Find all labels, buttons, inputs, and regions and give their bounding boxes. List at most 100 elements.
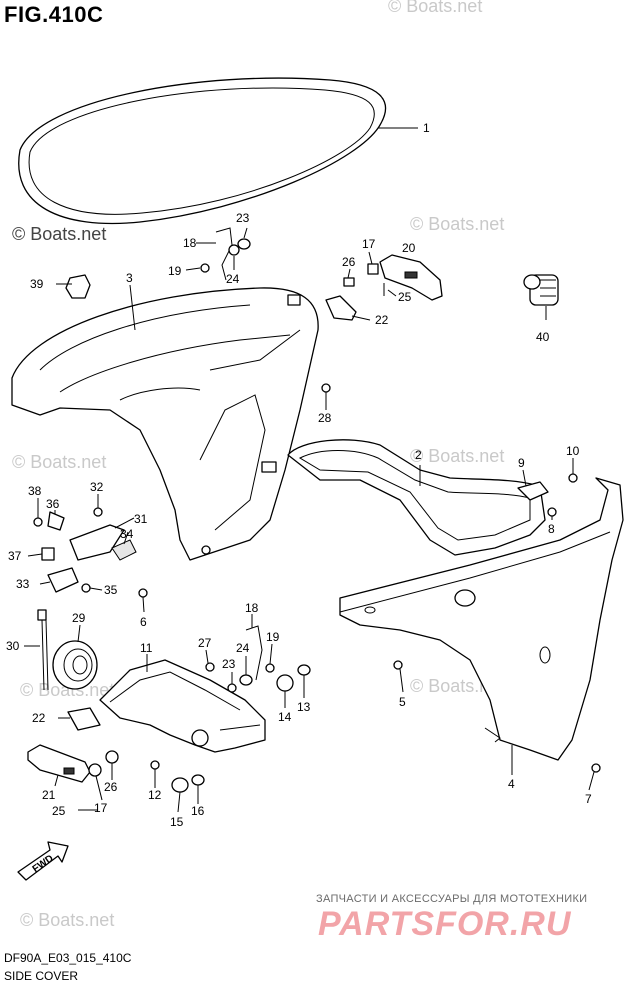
callout-8: 8 xyxy=(548,522,555,536)
leader-lines xyxy=(24,227,595,813)
pin-17-upper-part xyxy=(367,263,379,275)
callout-32: 32 xyxy=(90,480,104,494)
bracket-22-upper-part xyxy=(325,295,357,321)
callout-25-lower: 25 xyxy=(52,804,66,818)
upper-side-cover-part xyxy=(11,287,319,561)
callout-31: 31 xyxy=(134,512,148,526)
callout-labels: 1 2 3 4 5 6 7 8 9 10 11 12 13 14 15 16 1… xyxy=(6,121,592,829)
callout-17-lower: 17 xyxy=(94,801,108,815)
bolt-32-part xyxy=(93,507,103,517)
collar-13-part xyxy=(297,664,311,676)
callout-26-lower: 26 xyxy=(104,780,118,794)
callout-19-upper: 19 xyxy=(168,264,182,278)
bolt-6-part xyxy=(138,588,148,598)
callout-1: 1 xyxy=(423,121,430,135)
callout-21: 21 xyxy=(42,788,56,802)
bolt-38-part xyxy=(33,517,43,527)
bolt-10-part xyxy=(568,473,578,483)
callout-6: 6 xyxy=(140,615,147,629)
callout-29: 29 xyxy=(72,611,86,625)
lower-cover-frame-part xyxy=(287,439,546,556)
callout-18-upper: 18 xyxy=(183,236,197,250)
clip-33-part xyxy=(47,567,79,593)
screw-28-part xyxy=(321,383,331,393)
washer-23-lower-part xyxy=(227,683,237,693)
nut-8-part xyxy=(547,507,557,517)
callout-28: 28 xyxy=(318,411,332,425)
callout-3: 3 xyxy=(126,271,133,285)
plug-part xyxy=(523,274,559,306)
upper-handle-part xyxy=(379,254,443,301)
callout-14: 14 xyxy=(278,710,292,724)
screw-35-part xyxy=(81,583,91,593)
callout-35: 35 xyxy=(104,583,118,597)
callout-36: 36 xyxy=(46,497,60,511)
callout-34: 34 xyxy=(120,527,134,541)
bracket-9-part xyxy=(517,481,549,501)
callout-7: 7 xyxy=(585,792,592,806)
callout-20: 20 xyxy=(402,241,416,255)
clip-39-part xyxy=(65,274,91,299)
pin-17-lower-part xyxy=(88,763,102,777)
watermark: © Boats.net xyxy=(410,446,505,466)
callout-23-upper: 23 xyxy=(236,211,250,225)
watermark: © Boats.net xyxy=(388,0,483,16)
grommet-part xyxy=(52,640,98,690)
figure-title: FIG.410C xyxy=(4,2,104,27)
callout-24-upper: 24 xyxy=(226,272,240,286)
grommet-15-part xyxy=(171,777,189,793)
cable-tie-part xyxy=(37,609,49,691)
watermark: © Boats.net xyxy=(20,910,115,930)
bolt-5-part xyxy=(393,660,403,670)
callout-19-lower: 19 xyxy=(266,630,280,644)
callout-38: 38 xyxy=(28,484,42,498)
bolt-19-lower-part xyxy=(265,663,275,673)
callout-10: 10 xyxy=(566,444,580,458)
collar-23-upper-part xyxy=(237,238,251,250)
figure-code: DF90A_E03_015_410C xyxy=(4,951,132,965)
watermark: © Boats.net xyxy=(12,452,107,472)
collar-16-part xyxy=(191,774,205,786)
callout-5: 5 xyxy=(399,695,406,709)
callout-13: 13 xyxy=(297,700,311,714)
callout-25-upper: 25 xyxy=(398,290,412,304)
grommet-26-lower-part xyxy=(105,750,119,764)
lower-side-cover-part xyxy=(339,477,624,761)
collar-24-lower-part xyxy=(239,674,253,686)
callout-24-lower: 24 xyxy=(236,641,250,655)
seal-ring-part xyxy=(18,77,387,225)
callout-4: 4 xyxy=(508,777,515,791)
callout-11: 11 xyxy=(140,641,153,655)
bracket-22-lower-part xyxy=(67,707,101,731)
callout-30: 30 xyxy=(6,639,20,653)
grommet-26-upper-part xyxy=(343,277,355,287)
shop-brand: PARTSFOR.RU xyxy=(318,905,572,943)
callout-23-lower: 23 xyxy=(222,657,236,671)
washer-24-upper-part xyxy=(228,244,240,256)
watermark: © Boats.net xyxy=(12,224,107,244)
callout-9: 9 xyxy=(518,456,525,470)
callout-12: 12 xyxy=(148,788,162,802)
collar-37-part xyxy=(41,547,55,561)
callout-22-lower: 22 xyxy=(32,711,46,725)
shop-tagline: ЗАПЧАСТИ И АКСЕССУАРЫ ДЛЯ МОТОТЕХНИКИ xyxy=(316,893,588,905)
callout-39: 39 xyxy=(30,277,44,291)
callout-27: 27 xyxy=(198,636,212,650)
callout-40: 40 xyxy=(536,330,550,344)
callout-16: 16 xyxy=(191,804,205,818)
bolt-19-upper-part xyxy=(200,263,210,273)
grommet-14-part xyxy=(276,674,294,692)
fwd-arrow: FWD xyxy=(17,841,69,881)
callout-26-upper: 26 xyxy=(342,255,356,269)
bolt-7-part xyxy=(591,763,601,773)
frame-assembly-part xyxy=(99,659,266,753)
watermark: © Boats.net xyxy=(410,214,505,234)
callout-17-upper: 17 xyxy=(362,237,376,251)
plate-31-part xyxy=(69,524,125,561)
lower-handle-part xyxy=(27,744,91,783)
callout-37: 37 xyxy=(8,549,22,563)
callout-18-lower: 18 xyxy=(245,601,259,615)
figure-name: SIDE COVER xyxy=(4,969,79,983)
